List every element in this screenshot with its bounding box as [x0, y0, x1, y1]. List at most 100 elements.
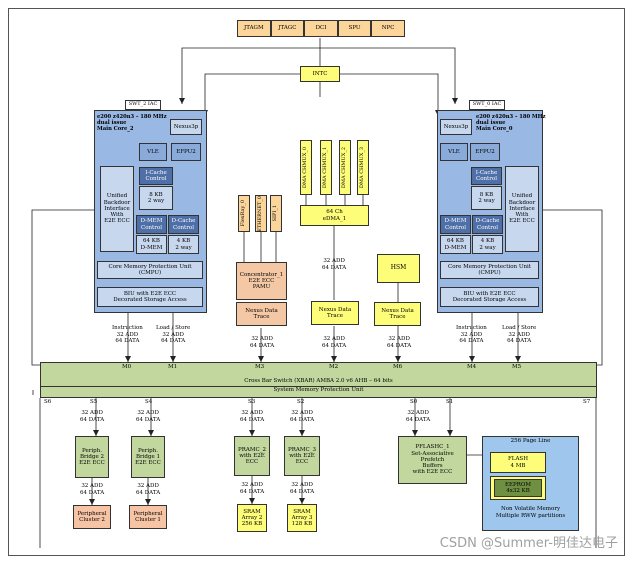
core2-biu-l5: E2E ECC [104, 218, 130, 225]
nvm-note-l2: Multiple RWW partitions [495, 512, 566, 519]
port-m0: M0 [122, 364, 132, 370]
nexus-trace-m3: Nexus Data Trace [236, 302, 287, 326]
core2-vle: VLE [139, 143, 167, 161]
ls0-l2: 32 ADD [508, 331, 530, 338]
s2-bus-label: 32 ADD 64 DATA [290, 410, 314, 423]
core2-dmem-size: 64 KB D-MEM [136, 235, 167, 254]
cluster1-l1: Peripheral [133, 510, 163, 517]
nexus-trace-m2-l1: Nexus Data [318, 306, 352, 313]
intc-block: INTC [300, 66, 340, 82]
diagram-frame [8, 8, 625, 556]
b2-bus-l2: 64 DATA [80, 489, 105, 496]
edma-bus-l2: 64 DATA [322, 264, 347, 271]
port-s4: S4 [145, 399, 153, 405]
jtagc-block: JTAGC [270, 20, 305, 37]
core2-biu-l4: With [110, 212, 124, 219]
core0-dmem: D-MEM Control [440, 215, 471, 234]
core0-icache-size-l1: 8 KB [479, 191, 494, 198]
bridge1-l3: E2E ECC [135, 460, 161, 467]
flash-block: FLASH 4 MB [490, 452, 546, 473]
nexus-trace-m6-l2: Trace [389, 314, 406, 320]
pramc3-l1: PRAMC_3 [288, 446, 316, 453]
p3-bus-l1: 32 ADD [291, 482, 313, 488]
core0-icache-size-l2: 2 way [478, 198, 495, 204]
port-s1: S1 [446, 399, 454, 405]
b1-bus-l1: 32 ADD [137, 483, 159, 489]
core2-nexus: Nexus3p [170, 119, 202, 135]
pramc3-l2: with E2E [289, 452, 315, 459]
dma-chmux-3: DMA CHMUX_3 [357, 140, 369, 195]
sram-array-2: SRAM Array 2 256 KB [237, 504, 267, 532]
s5-bus-l1: 32 ADD [81, 410, 103, 416]
core0-efpu: EFPU2 [470, 143, 500, 161]
edma-l1: 64 Ch [326, 209, 343, 216]
ls0-l3: 64 DATA [507, 338, 532, 345]
core2-cmpu-l1: Core Memory Protection Unit [108, 263, 192, 270]
instr2-l1: Instruction [112, 325, 143, 331]
periph-bridge-1: Periph. Bridge 1 E2E ECC [131, 436, 165, 478]
ls2-l3: 64 DATA [161, 338, 186, 345]
core2-instruction-label: Instruction 32 ADD 64 DATA [112, 325, 143, 345]
port-s6: S6 [44, 399, 52, 405]
hsm-block: HSM [377, 254, 420, 283]
core0-icache-l2: Control [476, 176, 497, 182]
nvm-area-title: 256 Page Line [510, 438, 551, 444]
core2-icache-l1: I-Cache [145, 169, 167, 176]
smpu-label: System Memory Protection Unit [273, 387, 364, 393]
core0-vle: VLE [440, 143, 468, 161]
core0-instruction-label: Instruction 32 ADD 64 DATA [456, 325, 487, 345]
instr0-l1: Instruction [456, 325, 487, 331]
core0-dmem-l2: Control [445, 224, 466, 231]
s5-bus-l2: 64 DATA [80, 416, 105, 423]
pflash-l1: PFLASHC_1 [415, 444, 450, 451]
core2-biu-l3: Interface [104, 205, 130, 212]
port-s3: S3 [248, 399, 256, 405]
core0-cmpu-l1: Core Memory Protection Unit [448, 263, 531, 270]
core2-biu-l1: Unified [106, 193, 128, 200]
bridge1-l2: Bridge 1 [136, 453, 160, 460]
p3-bus-l2: 64 DATA [290, 488, 315, 495]
pflash-controller: PFLASHC_1 Set-Associative Prefetch Buffe… [398, 436, 467, 484]
core0-dmem-l1: D-MEM [444, 218, 467, 225]
peripheral-cluster-1: Peripheral Cluster 1 [129, 505, 167, 529]
nexus-trace-m3-l1: Nexus Data [245, 307, 278, 314]
s4-bus-label: 32 ADD 64 DATA [136, 410, 160, 423]
nexus-trace-m2: Nexus Data Trace [311, 301, 359, 325]
s3-bus-l2: 64 DATA [240, 416, 265, 423]
flexray-block: FlexRay_0 [238, 195, 250, 232]
core0-dmem-size-l2: D-MEM [444, 244, 467, 251]
core0-title-line3: Main Core_0 [476, 126, 513, 133]
pramc2-l2: with E2E [239, 452, 265, 459]
npc-block: NPC [371, 20, 405, 37]
core0-icache-size: 8 KB 2 way [471, 186, 502, 210]
instr2-l3: 64 DATA [115, 338, 140, 345]
dma-chmux-0: DMA CHMUX_0 [300, 140, 312, 195]
core2-dcache-size: 4 KB 2 way [168, 235, 199, 254]
concentrator-l3: PAMU [252, 284, 271, 291]
core2-dcache-size-l1: 4 KB [176, 238, 191, 245]
m3-bus-l1: 32 ADD [251, 336, 273, 342]
edma-block: 64 Ch eDMA_1 [300, 205, 369, 226]
edma-l2: eDMA_1 [322, 215, 347, 222]
port-m4: M4 [467, 364, 477, 370]
s0-bus-l2: 64 DATA [406, 416, 431, 423]
dma-chmux-2-label: DMA CHMUX_2 [341, 146, 348, 189]
sram2-l2: Array 2 [241, 514, 263, 521]
core2-biu-line2: Decorated Storage Access [113, 297, 187, 303]
sram3-l2: Array 3 [291, 514, 313, 521]
instr0-l2: 32 ADD [460, 331, 483, 338]
core0-biu-line2: Decorated Storage Access [452, 297, 527, 303]
peripheral-cluster-2: Peripheral Cluster 2 [73, 505, 111, 529]
core2-cmpu-l2: (CMPU) [138, 270, 162, 276]
sipi-block: SIPI_1 [270, 195, 282, 232]
core0-title-line1: e200 z420n3 – 180 MHz [476, 114, 546, 120]
core0-biu-l5: E2E ECC [509, 218, 535, 225]
s2-bus-l2: 64 DATA [290, 416, 315, 423]
core2-title-line2: dual issue [97, 120, 127, 127]
core2-biu-line1: BIU with E2E ECC [123, 290, 177, 297]
port-m3: M3 [255, 364, 265, 370]
core2-biu-l2: Backdoor [103, 199, 131, 206]
core2-swt: SWT_2 IAC [125, 100, 161, 110]
bridge2-l3: E2E ECC [79, 460, 105, 467]
port-m1: M1 [168, 364, 178, 370]
